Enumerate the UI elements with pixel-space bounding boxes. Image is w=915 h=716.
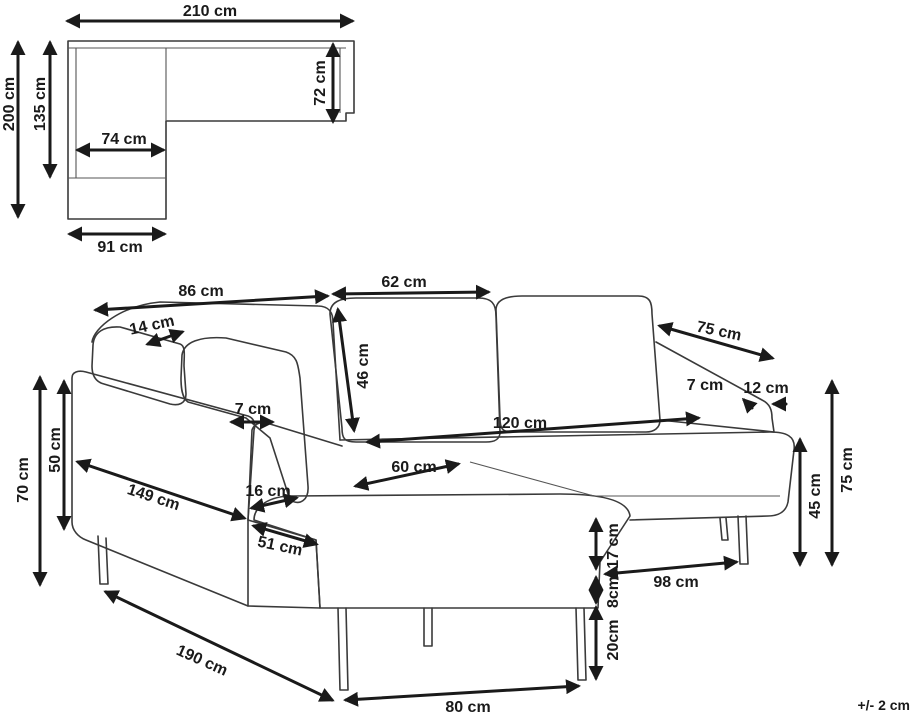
label-75-height: 75 cm: [839, 447, 856, 492]
leg-chaise-left: [337, 607, 349, 691]
label-60: 60 cm: [391, 459, 436, 476]
dim-line-46: [332, 307, 360, 433]
dim-line-86: [93, 289, 330, 317]
label-86: 86 cm: [178, 283, 223, 300]
dim-line-7-arm: [741, 397, 758, 414]
leg-main-right: [737, 515, 749, 565]
dim-line-62: [331, 284, 491, 302]
dim-line-120: [365, 411, 701, 449]
label-75-arm: 75 cm: [695, 319, 743, 345]
label-210: 210 cm: [183, 3, 237, 20]
dim-line-51: [251, 522, 319, 548]
dim-line-149: [75, 458, 247, 522]
label-50: 50 cm: [47, 427, 64, 472]
label-12: 12 cm: [743, 380, 788, 397]
label-45: 45 cm: [807, 473, 824, 518]
top-view: [67, 40, 355, 220]
label-16: 16 cm: [245, 483, 290, 500]
dim-line-16: [249, 493, 299, 513]
main-seat-seam: [469, 461, 780, 497]
dim-line-14: [145, 328, 185, 348]
main-seat: [339, 431, 795, 521]
top-view-outline: [67, 40, 355, 220]
label-120: 120 cm: [493, 415, 547, 432]
dim-line-80: [343, 679, 581, 707]
leg-main-mid: [719, 517, 729, 541]
top-view-back-strip: [68, 47, 346, 179]
label-46: 46 cm: [355, 343, 372, 388]
dim-line-98: [603, 555, 739, 581]
left-back-cushion: [91, 326, 187, 406]
leg-chaise-right: [575, 607, 587, 681]
dim-line-190: [103, 590, 335, 702]
right-armrest: [655, 341, 775, 433]
label-7-side: 7 cm: [235, 401, 271, 418]
middle-back-cushion: [180, 336, 309, 504]
label-14: 14 cm: [128, 313, 176, 339]
label-62: 62 cm: [381, 274, 426, 291]
label-70: 70 cm: [15, 457, 32, 502]
dim-line-75-arm: [657, 322, 775, 362]
label-20: 20cm: [605, 620, 622, 661]
sofa-drawing: [71, 295, 795, 691]
leg-left-front: [97, 535, 109, 585]
leg-chaise-back: [423, 607, 433, 647]
dim-line-60: [353, 459, 461, 491]
back-cushion-right: [495, 295, 661, 433]
label-72: 72 cm: [312, 60, 329, 105]
tolerance-note: +/- 2 cm: [857, 697, 910, 713]
label-8: 8cm: [605, 576, 622, 608]
label-74: 74 cm: [101, 131, 146, 148]
chaise-seat: [253, 493, 631, 609]
label-200: 200 cm: [1, 77, 18, 131]
label-135: 135 cm: [32, 77, 49, 131]
label-7-arm: 7 cm: [687, 377, 723, 394]
label-91: 91 cm: [97, 239, 142, 256]
label-80: 80 cm: [445, 699, 490, 716]
label-98: 98 cm: [653, 574, 698, 591]
label-17: 17 cm: [605, 523, 622, 568]
